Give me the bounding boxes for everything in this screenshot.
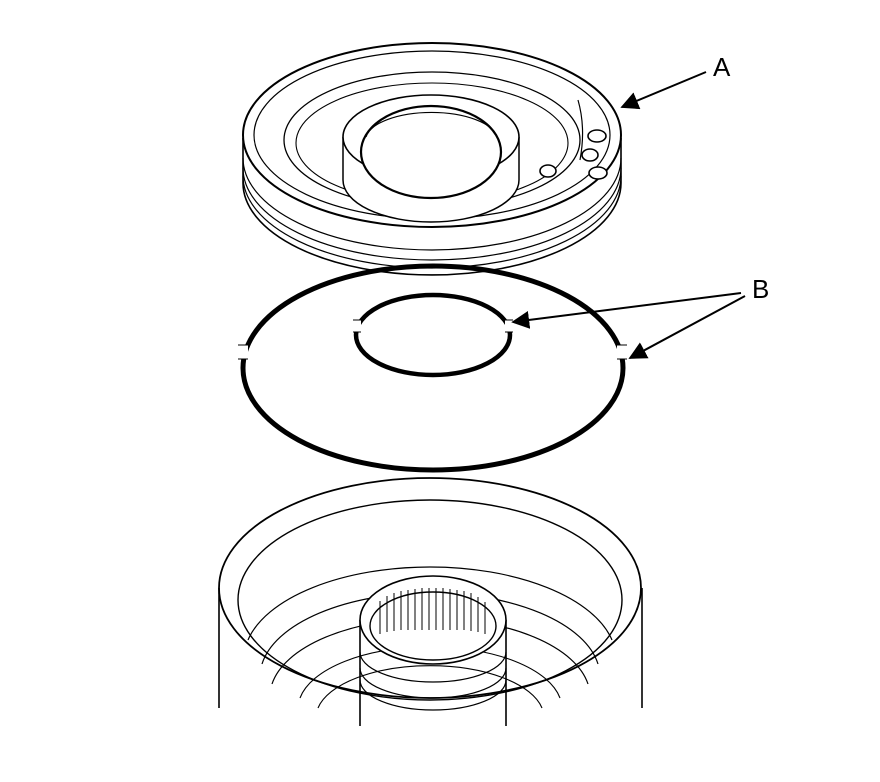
o-ring-large <box>240 263 626 473</box>
piston-hole-2 <box>581 148 599 162</box>
o-ring-small-highlight-right <box>505 320 513 332</box>
leader-a <box>620 71 707 110</box>
clutch-drum <box>218 477 643 726</box>
piston-a <box>242 42 622 276</box>
leaders <box>511 71 746 359</box>
drum-hub-step-3 <box>359 679 507 711</box>
o-ring-large-highlight-left <box>238 345 248 359</box>
drum-floor-ring-1 <box>247 566 613 641</box>
drum-hub-step-1 <box>359 651 507 683</box>
drum-hub-bore <box>369 591 497 661</box>
piston-hole-1 <box>587 129 607 143</box>
label-a: A <box>713 52 731 82</box>
o-ring-small-highlight-left <box>353 320 361 332</box>
o-rings-b <box>238 263 627 473</box>
piston-hole-3 <box>588 166 608 180</box>
piston-hub-bore <box>359 104 503 200</box>
piston-hub-bore-lip <box>365 111 498 138</box>
piston-slot <box>577 99 584 161</box>
drum-hub-splines <box>379 588 486 634</box>
piston-groove-1 <box>242 157 622 251</box>
o-ring-large-highlight-right <box>617 345 627 359</box>
drum-rim-inner <box>237 499 623 701</box>
o-ring-small <box>353 292 513 378</box>
label-b: B <box>752 274 770 304</box>
leader-b-small <box>511 292 742 329</box>
drum-hub-step-2 <box>359 667 507 699</box>
piston-hole-4 <box>539 164 557 178</box>
piston-groove-2 <box>242 167 622 261</box>
drum-floor-ring-5 <box>317 665 543 709</box>
leader-b-large <box>628 295 746 359</box>
